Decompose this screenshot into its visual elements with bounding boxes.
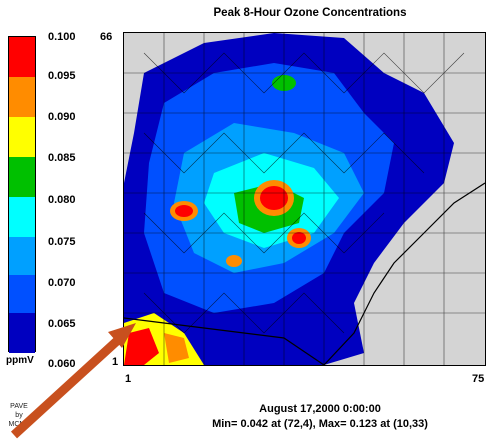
- ozone-map-canvas: [124, 33, 485, 365]
- hotspot-west: [175, 205, 193, 217]
- legend-label-0090: 0.090: [48, 111, 76, 123]
- ozone-map: [123, 32, 486, 366]
- legend-swatch-0070: [9, 275, 35, 313]
- legend-label-0080: 0.080: [48, 194, 76, 206]
- x-axis-max-label: 75: [472, 373, 485, 385]
- legend-swatch-0065: [9, 313, 35, 353]
- credit-line-2: by: [15, 412, 23, 419]
- legend-unit-label: ppmV: [6, 355, 34, 366]
- legend-label-0085: 0.085: [48, 152, 76, 164]
- legend-swatch-0100: [9, 37, 35, 77]
- legend-label-0100: 0.100: [48, 31, 76, 43]
- pave-credit: PAVE by MCNC: [4, 402, 34, 429]
- hotspot-south: [226, 255, 242, 267]
- hotspot-central: [260, 186, 288, 210]
- min-max-stats: Min= 0.042 at (72,4), Max= 0.123 at (10,…: [212, 418, 428, 430]
- gulf-coastline: [124, 317, 325, 365]
- legend-swatch-0075: [9, 237, 35, 275]
- legend-label-0095: 0.095: [48, 70, 76, 82]
- y-axis-max-label: 66: [100, 31, 113, 43]
- y-axis-min-label: 1: [112, 356, 119, 368]
- legend-swatch-0095: [9, 77, 35, 117]
- county-boundaries: [124, 33, 485, 365]
- credit-line-3: MCNC: [8, 421, 30, 428]
- legend-label-0070: 0.070: [48, 277, 76, 289]
- legend-label-0075: 0.075: [48, 236, 76, 248]
- map-title: Peak 8-Hour Ozone Concentrations: [213, 7, 407, 19]
- legend-label-0065: 0.065: [48, 318, 76, 330]
- date-label: August 17,2000 0:00:00: [259, 403, 381, 415]
- gulf-coast-secondary: [164, 333, 189, 363]
- x-axis-min-label: 1: [125, 373, 132, 385]
- legend-label-0060: 0.060: [48, 358, 76, 370]
- hotspot-southeast: [292, 232, 306, 244]
- color-legend: [8, 36, 36, 353]
- legend-swatch-0090: [9, 117, 35, 157]
- legend-swatch-0080: [9, 197, 35, 237]
- credit-line-1: PAVE: [10, 403, 28, 410]
- legend-swatch-0085: [9, 157, 35, 197]
- coastline: [323, 182, 485, 365]
